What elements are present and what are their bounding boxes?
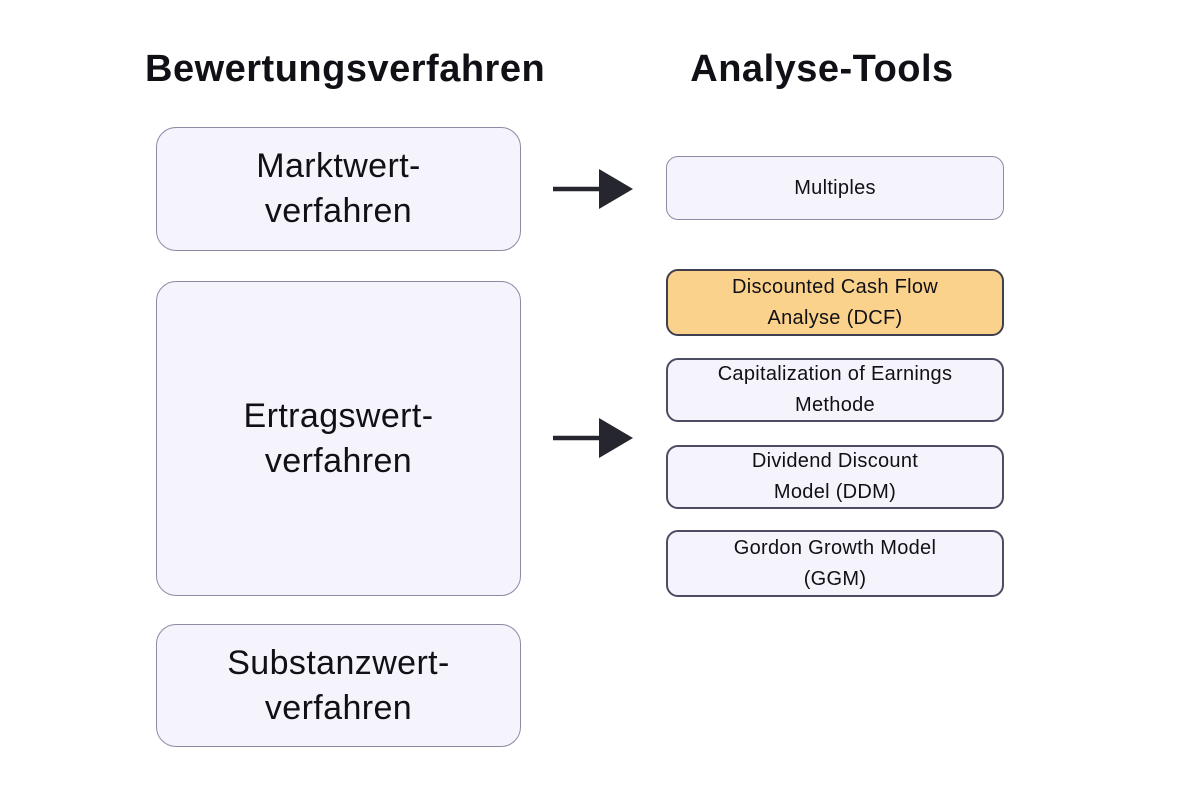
box-label-line: Substanzwert- [227, 643, 450, 682]
box-marktwertverfahren: Marktwert- verfahren [156, 127, 521, 251]
box-label-line: Marktwert- [256, 147, 421, 185]
box-label-line: Model (DDM) [773, 481, 897, 503]
box-label-line: Dividend Discount [751, 450, 919, 472]
box-label-line: Ertragswert- [243, 396, 434, 435]
box-dividend-discount-model: Dividend Discount Model (DDM) [666, 445, 1004, 509]
right-column-title: Analyse-Tools [690, 48, 954, 90]
box-label-line: Gordon Growth Model [733, 536, 937, 559]
box-label-line: Discounted Cash Flow [731, 275, 939, 298]
box-substanzwertverfahren: Substanzwert- verfahren [156, 624, 521, 747]
box-multiples: Multiples [666, 156, 1004, 220]
box-label-line: verfahren [264, 688, 413, 727]
box-gordon-growth-model: Gordon Growth Model (GGM) [666, 530, 1004, 597]
box-label-line: Methode [795, 394, 875, 416]
box-dcf-highlighted: Discounted Cash Flow Analyse (DCF) [666, 269, 1004, 336]
box-label-line: (GGM) [803, 567, 867, 590]
left-column-title: Bewertungsverfahren [145, 48, 546, 90]
box-label-line: verfahren [264, 441, 413, 480]
box-label-line: verfahren [264, 192, 413, 230]
box-label-line: Analyse (DCF) [767, 306, 903, 329]
box-label-line: Capitalization of Earnings [717, 363, 953, 385]
arrow-right-icon [553, 418, 633, 458]
arrow-right-icon [553, 169, 633, 209]
box-ertragswertverfahren: Ertragswert- verfahren [156, 281, 521, 596]
box-capitalization-of-earnings: Capitalization of Earnings Methode [666, 358, 1004, 422]
box-label-line: Multiples [794, 176, 876, 199]
